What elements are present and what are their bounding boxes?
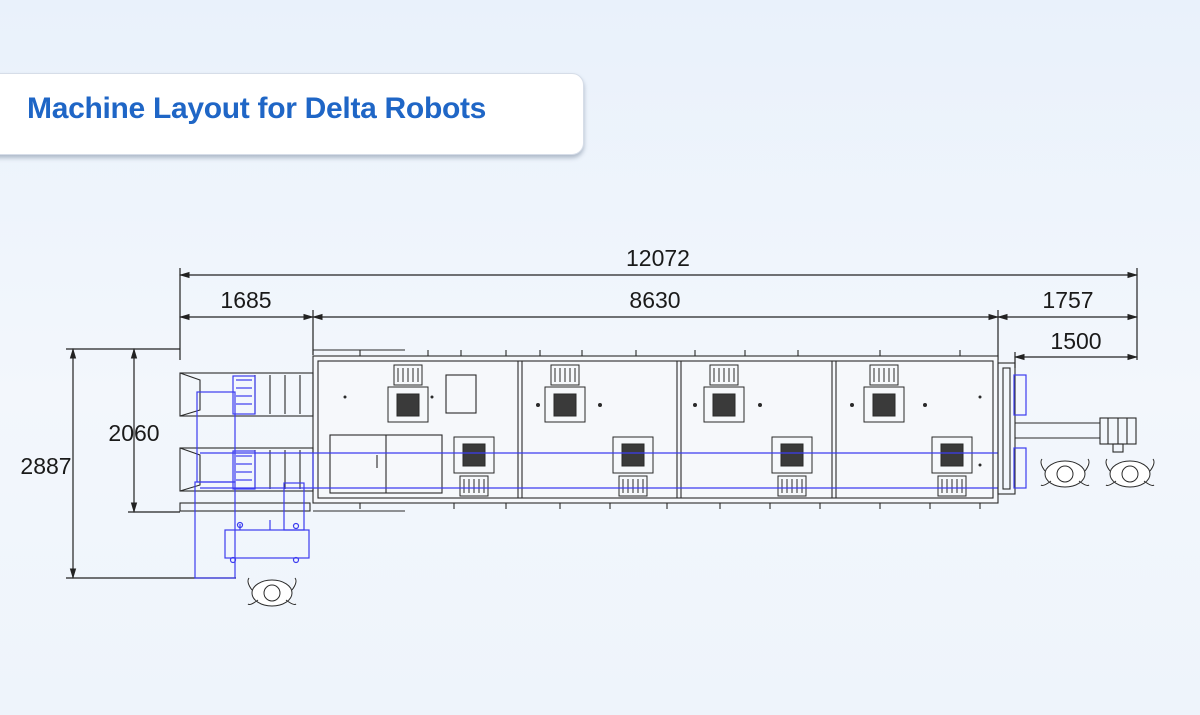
frame-bolts [343, 395, 982, 467]
robot-unit-bottom-3 [771, 436, 813, 497]
control-cabinet [329, 374, 477, 494]
dim-infeed-length: 1685 [220, 287, 271, 313]
frame-feet [359, 350, 981, 509]
robot-unit-top-3 [703, 364, 745, 423]
dim-outfeed-length: 1757 [1042, 287, 1093, 313]
page-title: Machine Layout for Delta Robots [27, 92, 487, 125]
dim-overall-width: 2887 [20, 453, 71, 479]
main-frame [312, 355, 999, 504]
robot-unit-top-4 [863, 364, 905, 423]
dim-overall-length: 12072 [626, 245, 690, 271]
conveyor-lines [194, 375, 998, 579]
outfeed-conveyor-blue [1013, 374, 1027, 489]
robot-unit-top-2 [544, 364, 586, 423]
robot-unit-bottom-4 [931, 436, 973, 497]
robot-unit-top-1 [387, 364, 429, 423]
robot-unit-bottom-2 [612, 436, 654, 497]
dim-main-length: 8630 [629, 287, 680, 313]
title-card [0, 73, 584, 155]
operator-icon-right-1 [1040, 458, 1090, 488]
dimension-lines [66, 268, 1139, 580]
operator-icon-right-2 [1105, 458, 1155, 488]
dim-outfeed-conveyor: 1500 [1050, 328, 1101, 354]
robot-unit-bottom-1 [453, 436, 495, 497]
outfeed-section [997, 362, 1137, 495]
operator-icon-left [247, 577, 297, 607]
dim-frame-width: 2060 [108, 420, 159, 446]
